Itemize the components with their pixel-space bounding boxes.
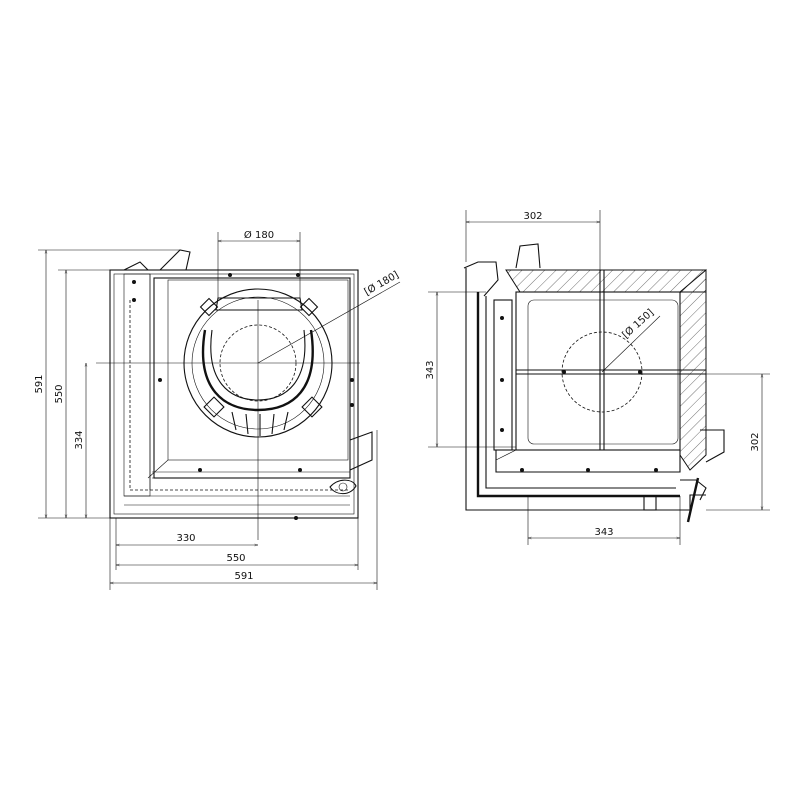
side-dim-343-left: 343 xyxy=(425,360,436,379)
front-rivets xyxy=(132,273,354,520)
side-outer-shell xyxy=(465,268,706,511)
side-dim-302-right: 302 xyxy=(750,432,761,451)
front-outer-body xyxy=(109,269,359,519)
front-dim-334: 334 xyxy=(74,430,85,449)
front-dim-591-width: 591 xyxy=(234,571,253,582)
side-dim-302-top: 302 xyxy=(523,211,542,222)
front-flue-diameter-alt: [Ø 180] xyxy=(362,269,401,298)
front-firebox xyxy=(153,277,351,479)
side-view: 302 343 343 302 [Ø 150] xyxy=(425,210,770,545)
front-dim-550: 550 xyxy=(226,553,245,564)
front-dim-550-height: 550 xyxy=(54,384,65,403)
front-flue-diameter: Ø 180 xyxy=(244,229,274,241)
side-rivets xyxy=(500,316,658,472)
front-grate-ribs xyxy=(231,411,289,436)
side-dim-343-bottom: 343 xyxy=(594,527,613,538)
front-view: 330 550 591 591 550 334 Ø 180 [Ø 180] xyxy=(34,229,401,590)
front-left-wall xyxy=(123,273,151,497)
front-dim-330: 330 xyxy=(176,533,195,544)
side-flue-diameter: [Ø 150] xyxy=(620,307,656,341)
side-insulation-top xyxy=(505,269,707,293)
front-dim-591-height: 591 xyxy=(34,374,45,393)
